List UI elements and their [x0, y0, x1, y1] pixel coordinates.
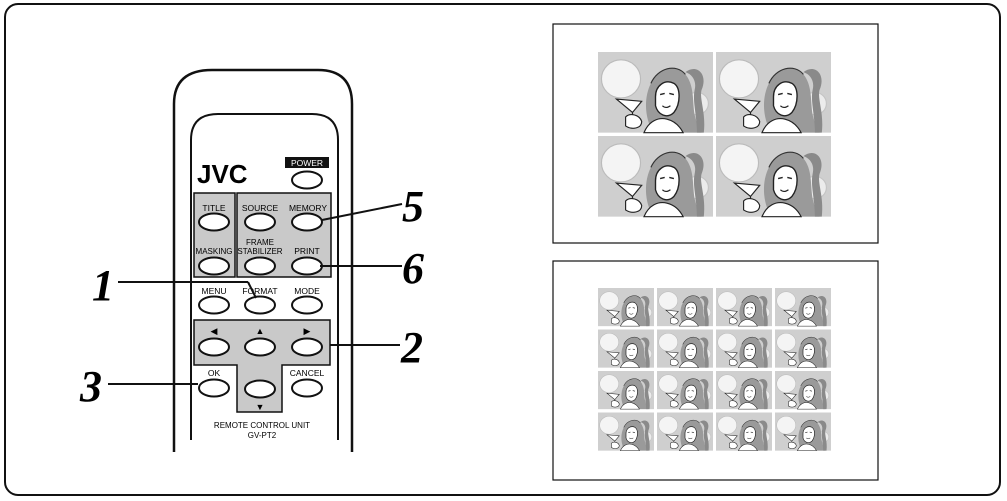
mode-button[interactable] — [291, 295, 323, 315]
title-button[interactable] — [198, 212, 230, 232]
left-button[interactable] — [198, 337, 230, 357]
masking-button[interactable] — [198, 256, 230, 276]
right-button[interactable] — [291, 337, 323, 357]
format-label: FORMAT — [242, 286, 277, 296]
cancel-button[interactable] — [291, 378, 323, 398]
portrait-thumbnail — [597, 287, 655, 327]
mode-label: MODE — [294, 286, 320, 296]
format-button[interactable] — [244, 295, 276, 315]
down-arrow-icon: ▼ — [256, 402, 265, 412]
callout-6: 6 — [402, 244, 424, 293]
up-arrow-icon: ▲ — [256, 326, 265, 336]
source-button[interactable] — [244, 212, 276, 232]
portrait-thumbnail — [597, 412, 655, 451]
down-button[interactable] — [244, 379, 276, 399]
portrait-thumbnail — [656, 287, 714, 327]
ok-button[interactable] — [198, 378, 230, 398]
unit-label-line1: REMOTE CONTROL UNIT — [214, 421, 310, 430]
portrait-thumbnail — [715, 370, 773, 410]
left-arrow-icon: ◀ — [211, 326, 218, 336]
menu-button[interactable] — [198, 295, 230, 315]
power-label-bg — [285, 157, 329, 168]
portrait-thumbnail — [715, 412, 773, 451]
masking-label: MASKING — [196, 247, 233, 256]
portrait-thumbnail — [774, 287, 832, 327]
menu-label: MENU — [201, 286, 226, 296]
callout-1: 1 — [92, 261, 114, 310]
callout-3: 3 — [79, 362, 102, 411]
portrait-thumbnail — [715, 329, 773, 368]
source-label: SOURCE — [242, 203, 279, 213]
callout-2: 2 — [400, 323, 423, 372]
portrait-thumbnail — [597, 370, 655, 410]
portrait-thumbnail — [774, 329, 832, 368]
portrait-thumbnail — [715, 135, 832, 218]
portrait-thumbnail — [597, 51, 714, 134]
unit-label-line2: GV-PT2 — [248, 431, 277, 440]
cancel-label: CANCEL — [290, 368, 325, 378]
portrait-thumbnail — [597, 135, 714, 218]
portrait-thumbnail — [715, 287, 773, 327]
print-button[interactable] — [291, 256, 323, 276]
portrait-thumbnail — [597, 329, 655, 368]
memory-button[interactable] — [291, 212, 323, 232]
callout-1-leader-d — [247, 281, 257, 299]
frame-label: FRAME — [246, 238, 274, 247]
power-button[interactable] — [291, 170, 323, 190]
title-label: TITLE — [202, 203, 225, 213]
portrait-thumbnail — [656, 329, 714, 368]
power-label: POWER — [291, 158, 323, 168]
portrait-thumbnail — [715, 51, 832, 134]
portrait-thumbnail — [774, 412, 832, 451]
stabilizer-label: STABILIZER — [237, 247, 282, 256]
ok-label: OK — [208, 368, 221, 378]
print-label: PRINT — [294, 246, 320, 256]
frame-stabilizer-button[interactable] — [244, 256, 276, 276]
portrait-thumbnail — [656, 412, 714, 451]
memory-label: MEMORY — [289, 203, 327, 213]
up-button[interactable] — [244, 337, 276, 357]
right-arrow-icon: ▶ — [304, 326, 311, 336]
portrait-thumbnail — [774, 370, 832, 410]
brand-logo: JVC — [197, 159, 248, 189]
portrait-thumbnail — [656, 370, 714, 410]
callout-5-leader — [321, 203, 403, 221]
callout-5: 5 — [402, 182, 424, 231]
